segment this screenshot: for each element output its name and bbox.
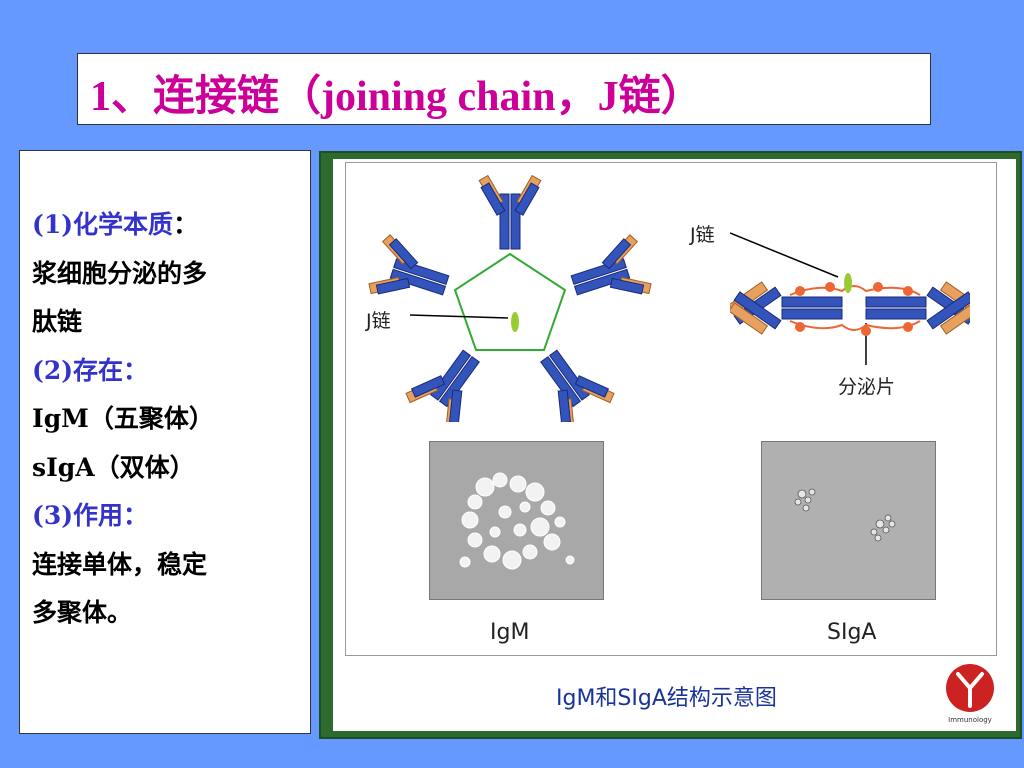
siga-heavy-left-bottom	[781, 308, 843, 320]
paragraph-3a: 连接单体，稳定	[32, 549, 208, 579]
immunology-logo-icon: Immunology	[946, 664, 994, 724]
label-secretory-piece: 分泌片	[838, 376, 896, 398]
paragraph-2a: IgM（五聚体）	[32, 404, 214, 433]
igm-monomer-bottom-left	[405, 349, 480, 422]
paragraph-2b: sIgA（双体）	[32, 452, 195, 482]
siga-arm-lower-left	[730, 291, 782, 335]
siga-heavy-left-top	[781, 296, 843, 308]
heading-function: (3)作用：	[32, 501, 149, 530]
left-text-content: (1)化学本质： 浆细胞分泌的多 肽链 (2)存在： IgM（五聚体） sIgA…	[32, 201, 214, 638]
paragraph-3b: 多聚体。	[32, 598, 133, 627]
igm-pentagon-bonds	[453, 252, 567, 351]
left-text-panel: (1)化学本质： 浆细胞分泌的多 肽链 (2)存在： IgM（五聚体） sIgA…	[19, 150, 311, 734]
igm-monomer-left	[368, 234, 450, 296]
siga-secretory-bead	[903, 286, 913, 296]
siga-secretory-bead	[825, 282, 835, 292]
siga-dimer-diagram	[730, 232, 970, 365]
siga-secretory-bead	[861, 326, 871, 336]
igm-micrograph	[429, 441, 604, 600]
siga-secretory-bead	[903, 322, 913, 332]
logo-text: Immunology	[948, 716, 992, 724]
heading-chemical-nature: (1)化学本质：	[32, 201, 214, 250]
heading-1-colon: ：	[173, 210, 199, 239]
siga-secretory-bead	[795, 286, 805, 296]
siga-j-chain-pointer	[730, 232, 839, 278]
siga-secretory-bead	[873, 282, 883, 292]
igm-micrograph-image	[430, 442, 603, 599]
figure-caption: IgM和SIgA结构示意图	[556, 686, 777, 711]
siga-micrograph	[761, 441, 936, 600]
title-box: 1、连接链（joining chain，J链）	[77, 53, 931, 125]
siga-j-chain	[844, 273, 852, 293]
heading-1-text: (1)化学本质	[32, 210, 174, 239]
heading-existence: (2)存在：	[32, 355, 149, 385]
immunology-logo: Immunology	[944, 662, 996, 724]
igm-monomer-bottom-right	[540, 349, 615, 422]
igm-j-chain-pointer	[409, 314, 509, 319]
siga-micrograph-image	[762, 442, 935, 599]
label-j-chain-right: J链	[690, 224, 715, 246]
igm-monomer-right	[570, 234, 652, 296]
siga-secretory-bead	[795, 322, 805, 332]
label-j-chain-left: J链	[366, 310, 391, 332]
paragraph-1b: 肽链	[32, 307, 83, 336]
siga-heavy-right-bottom	[865, 308, 927, 320]
label-igm: IgM	[490, 620, 530, 645]
igm-monomer-top	[478, 174, 542, 250]
siga-heavy-right-top	[865, 296, 927, 308]
slide-title: 1、连接链（joining chain，J链）	[90, 74, 703, 120]
igm-pentamer-diagram	[368, 174, 652, 422]
siga-arm-lower-right	[926, 291, 970, 335]
label-siga: SIgA	[827, 620, 877, 645]
siga-secretory-component	[789, 285, 921, 331]
paragraph-1a: 浆细胞分泌的多	[32, 258, 208, 288]
igm-j-chain	[511, 312, 519, 332]
